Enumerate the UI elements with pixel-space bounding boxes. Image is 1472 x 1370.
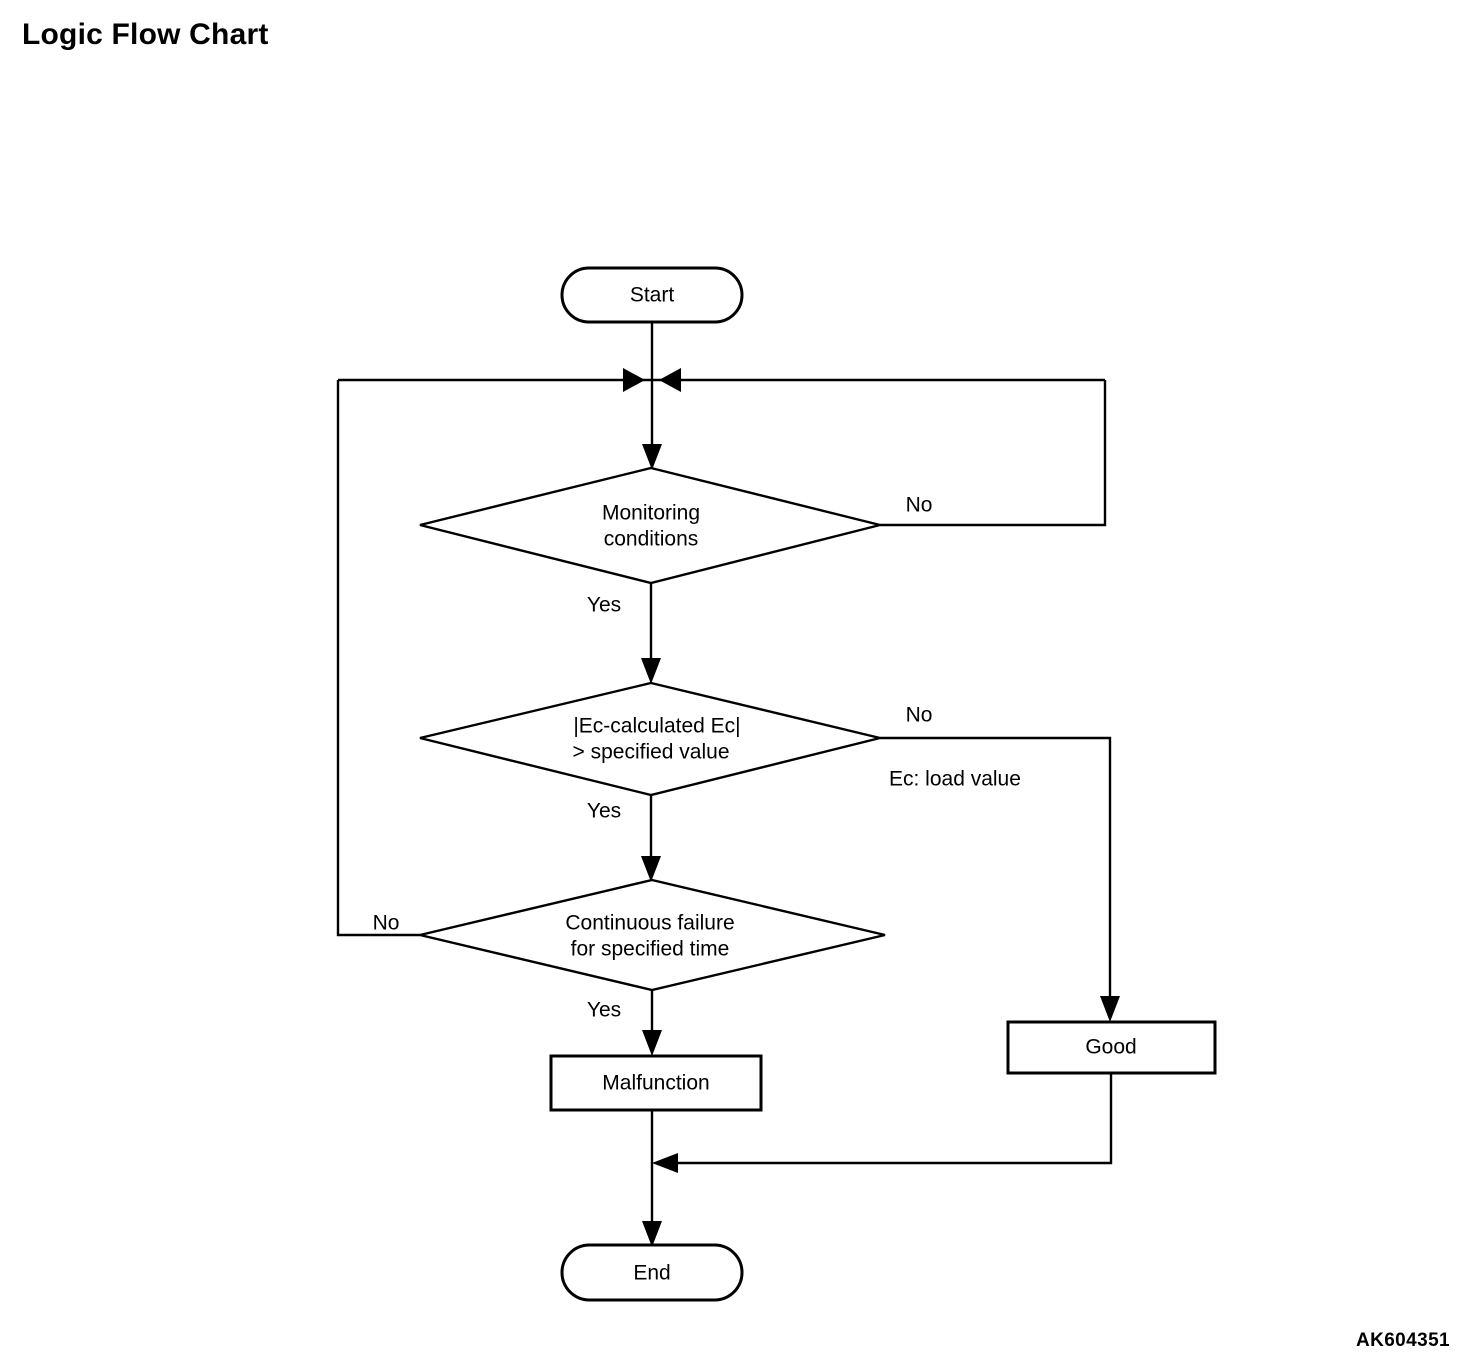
malfunction-shape [549,1054,763,1112]
continuous-label-line1: Continuous failure [565,912,734,935]
monitoring-label-line2: conditions [604,528,699,551]
continuous-label-line2: for specified time [571,938,730,961]
edge-malfunction-to-end [642,1110,662,1247]
good-label: Good [1085,1036,1136,1059]
end-shape [560,1243,744,1302]
edge-monitoring-yes: Yes [587,583,661,684]
edge-monitoring-no: No [880,380,1107,527]
edge-path [660,1073,1113,1165]
good-shape [1006,1020,1217,1075]
edge-ec-yes: Yes [587,795,661,882]
arrowhead-down [641,856,661,882]
node-malfunction: Malfunction [549,1054,763,1112]
ec-check-label-line1: |Ec-calculated Ec| [573,715,740,738]
merge-junction [338,368,1105,392]
edge-path-no [880,380,1107,527]
monitoring-yes-label: Yes [587,594,621,617]
node-start: Start [560,266,744,324]
node-end: End [560,1243,744,1302]
edge-ec-no: No [880,704,1120,1022]
edge-continuous-no: No [336,380,420,937]
merge-arrowhead-right [659,368,681,392]
arrowhead-down [642,1221,662,1247]
start-label: Start [630,284,675,307]
page-title: Logic Flow Chart [22,18,269,51]
edge-continuous-yes: Yes [587,990,662,1056]
continuous-no-label: No [373,912,400,935]
arrowhead-left [652,1153,678,1173]
ec-yes-label: Yes [587,800,621,823]
edge-path-no [880,736,1112,1014]
end-label: End [633,1262,670,1285]
node-monitoring-conditions: Monitoring conditions [419,466,881,585]
continuous-failure-diamond [419,878,886,992]
arrowhead-down [642,444,662,470]
arrowhead-down [1100,996,1120,1022]
node-good: Good [1006,1020,1217,1075]
ec-load-value-note: Ec: load value [889,768,1021,791]
malfunction-label: Malfunction [602,1072,709,1095]
edge-path-no [336,380,420,937]
arrowhead-down [642,1030,662,1056]
arrowhead-down [641,658,661,684]
figure-code: AK604351 [1355,1330,1450,1351]
monitoring-diamond [419,466,881,585]
continuous-yes-label: Yes [587,999,621,1022]
node-continuous-failure: Continuous failure for specified time [419,878,886,992]
merge-arrowhead-left [623,368,645,392]
edge-good-to-end [652,1073,1113,1173]
ec-check-label-line2: > specified value [572,741,729,764]
edge-merge-to-monitoring [642,380,662,470]
node-ec-check: |Ec-calculated Ec| > specified value [419,681,881,797]
monitoring-no-label: No [906,494,933,517]
ec-no-label: No [906,704,933,727]
ec-check-diamond [419,681,881,797]
monitoring-label-line1: Monitoring [602,502,700,525]
